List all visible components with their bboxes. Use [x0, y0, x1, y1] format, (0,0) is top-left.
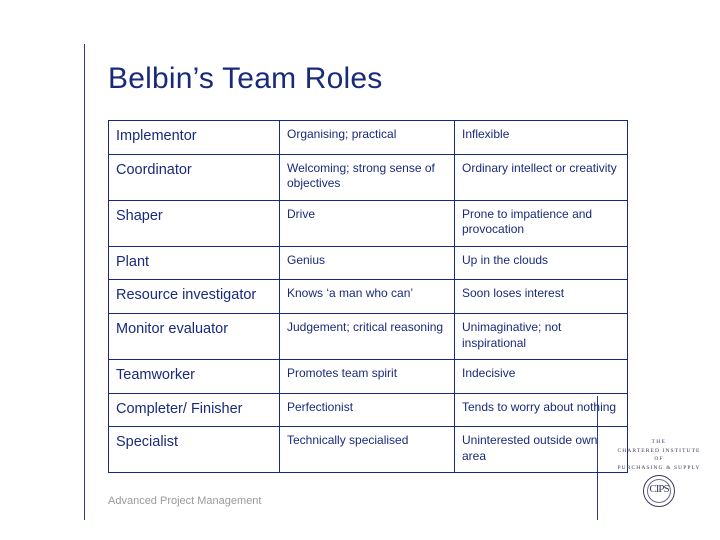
- role-name: Plant: [108, 245, 280, 281]
- role-name: Implementor: [108, 120, 280, 155]
- table-row: Resource investigator Knows ‘a man who c…: [108, 279, 628, 315]
- table-row: Implementor Organising; practical Inflex…: [108, 120, 628, 155]
- role-strength: Perfectionist: [279, 392, 455, 428]
- role-strength: Welcoming; strong sense of objectives: [279, 153, 455, 201]
- logo-line-4: PURCHASING & SUPPLY: [617, 464, 701, 471]
- table-row: Teamworker Promotes team spirit Indecisi…: [108, 359, 628, 394]
- role-name: Teamworker: [108, 359, 280, 394]
- role-strength: Promotes team spirit: [279, 359, 455, 394]
- logo-line-1: THE: [651, 439, 667, 445]
- role-weakness: Uninterested outside own area: [454, 426, 628, 474]
- role-weakness: Ordinary intellect or creativity: [454, 153, 628, 201]
- left-vertical-rule: [84, 44, 85, 520]
- role-strength: Genius: [279, 245, 455, 281]
- role-name: Monitor evaluator: [108, 313, 280, 361]
- logo-line-2: CHARTERED INSTITUTE: [617, 447, 701, 454]
- cips-logo: THE CHARTERED INSTITUTE OF PURCHASING & …: [612, 438, 706, 512]
- role-weakness: Prone to impatience and provocation: [454, 199, 628, 247]
- role-name: Resource investigator: [108, 279, 280, 315]
- table-row: Specialist Technically specialised Unint…: [108, 426, 628, 474]
- footer-text: Advanced Project Management: [108, 495, 262, 507]
- table-row: Monitor evaluator Judgement; critical re…: [108, 313, 628, 361]
- logo-line-3: OF: [654, 456, 664, 463]
- role-weakness: Indecisive: [454, 359, 628, 394]
- team-roles-table: Implementor Organising; practical Inflex…: [108, 120, 628, 474]
- table-row: Plant Genius Up in the clouds: [108, 245, 628, 281]
- table-row: Completer/ Finisher Perfectionist Tends …: [108, 392, 628, 428]
- table-row: Coordinator Welcoming; strong sense of o…: [108, 153, 628, 201]
- role-name: Coordinator: [108, 153, 280, 201]
- role-name: Specialist: [108, 426, 280, 474]
- role-name: Shaper: [108, 199, 280, 247]
- logo-roundel-icon: CIPS: [643, 475, 675, 508]
- role-weakness: Soon loses interest: [454, 279, 628, 315]
- role-strength: Knows ‘a man who can’: [279, 279, 455, 315]
- role-weakness: Up in the clouds: [454, 245, 628, 281]
- role-strength: Organising; practical: [279, 120, 455, 155]
- table-row: Shaper Drive Prone to impatience and pro…: [108, 199, 628, 247]
- logo-monogram: CIPS: [649, 483, 669, 496]
- table-body: Implementor Organising; practical Inflex…: [108, 120, 628, 474]
- role-strength: Technically specialised: [279, 426, 455, 474]
- role-weakness: Inflexible: [454, 120, 628, 155]
- role-weakness: Tends to worry about nothing: [454, 392, 628, 428]
- role-strength: Drive: [279, 199, 455, 247]
- page-title: Belbin’s Team Roles: [108, 62, 383, 95]
- role-strength: Judgement; critical reasoning: [279, 313, 455, 361]
- role-weakness: Unimaginative; not inspirational: [454, 313, 628, 361]
- role-name: Completer/ Finisher: [108, 392, 280, 428]
